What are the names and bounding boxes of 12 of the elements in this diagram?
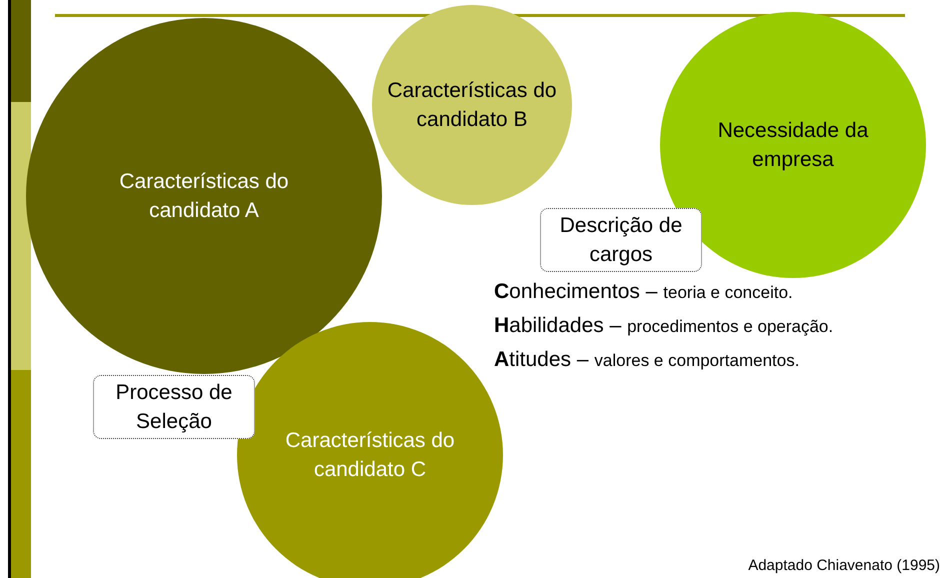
circle-label: Descrição de cargos (558, 213, 684, 268)
circle-label: Características do candidato B (386, 78, 558, 133)
text-line: Conhecimentos – teoria e conceito. (494, 280, 793, 304)
circle-label: Características do candidato C (284, 428, 456, 483)
source-note: Adaptado Chiavenato (1995) (748, 557, 940, 574)
circle-label: Processo de Seleção (114, 380, 234, 435)
rounded-box (540, 208, 702, 272)
circle-label: Características do candidato A (118, 169, 290, 224)
rounded-box (93, 375, 255, 439)
circle-label: Necessidade da empresa (716, 118, 870, 173)
text-line: Habilidades – procedimentos e operação. (494, 314, 834, 338)
text-line: Atitudes – valores e comportamentos. (494, 348, 800, 372)
